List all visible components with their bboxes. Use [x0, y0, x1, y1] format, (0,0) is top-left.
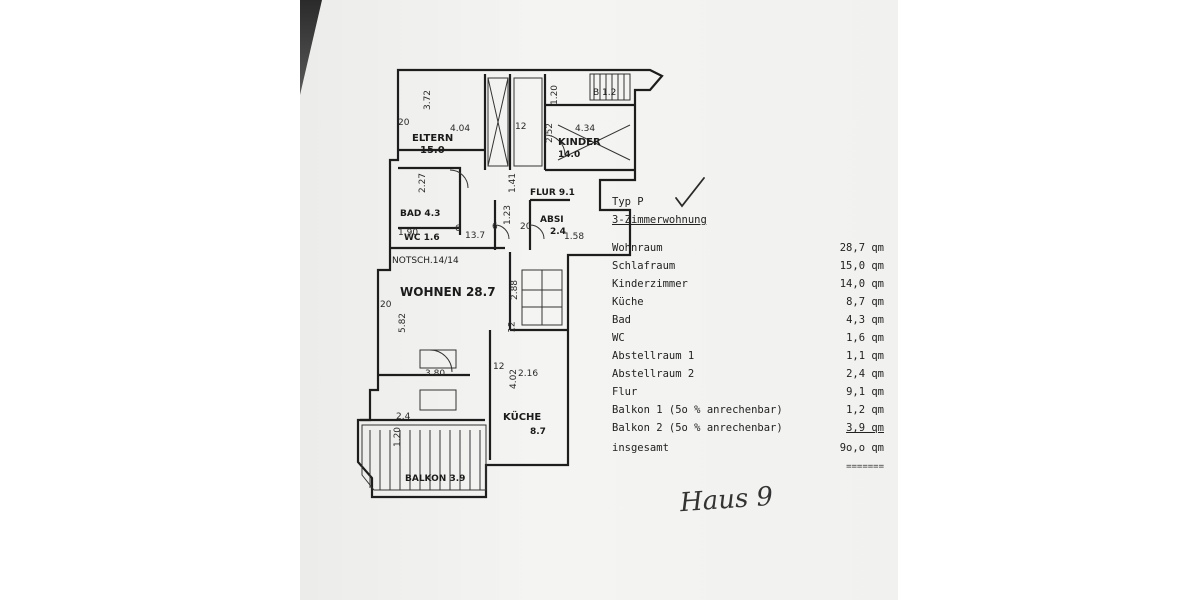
room-label-wohnen: WOHNEN 28.7	[400, 285, 496, 299]
dimension-label: 12	[493, 362, 505, 372]
dimension-label: 3.80	[425, 369, 446, 379]
room-label-bad: BAD 4.3	[400, 209, 441, 219]
area-row: Küche 8,7 qm	[612, 296, 884, 310]
area-row-value: 8,7 qm	[846, 296, 884, 308]
area-row-value: 3,9 qm	[846, 422, 884, 434]
area-total-row: insgesamt 9o,o qm	[612, 442, 884, 456]
dimension-label: 6	[492, 222, 498, 232]
room-label-kueche: KÜCHE	[503, 412, 542, 423]
type-label: Typ P	[612, 196, 644, 208]
area-row: Wohnraum 28,7 qm	[612, 242, 884, 256]
dimension-label: 1.23	[503, 204, 514, 226]
dimension-label: 6	[455, 224, 461, 234]
room-label-kinder: KINDER	[558, 137, 601, 148]
dimension-label: 13.7	[465, 231, 486, 241]
area-row-label: WC	[612, 332, 625, 344]
apartment-title: 3-Zimmerwohnung	[612, 214, 707, 226]
area-row: Balkon 1 (5o % anrechenbar) 1,2 qm	[612, 404, 884, 418]
area-row-label: Wohnraum	[612, 242, 663, 254]
dimension-label: 1.20	[550, 84, 561, 106]
area-row-value: 9,1 qm	[846, 386, 884, 398]
area-row-value: 15,0 qm	[839, 260, 884, 272]
dimension-label: 4.04	[450, 124, 471, 134]
area-row-value: 1,6 qm	[846, 332, 884, 344]
area-row-value: 4,3 qm	[846, 314, 884, 326]
double-underline: =======	[846, 462, 884, 472]
room-label-absi: ABSI	[540, 215, 564, 225]
area-row-label: Abstellraum 2	[612, 368, 695, 380]
dimension-label: 1.20	[393, 426, 404, 448]
checkmark-icon	[675, 177, 705, 208]
dimension-label: 2.16	[518, 369, 539, 379]
room-label-eltern: ELTERN	[412, 133, 454, 144]
dimension-label: 3.72	[423, 89, 434, 111]
area-row-value: 14,0 qm	[839, 278, 884, 290]
room-area-kueche: 8.7	[530, 427, 546, 437]
paper-sheet: ELTERN 15.0 KINDER 14.0 FLUR 9.1 BAD 4.3…	[300, 0, 898, 600]
dimension-label: 4.34	[575, 124, 596, 134]
room-area-absi: 2.4	[550, 227, 566, 237]
dimension-label: 2.27	[418, 172, 429, 194]
dimension-label: 12	[515, 122, 527, 132]
area-row-label: Flur	[612, 386, 638, 398]
area-row-label: Balkon 1 (5o % anrechenbar)	[612, 404, 783, 416]
area-row: Flur 9,1 qm	[612, 386, 884, 400]
dimension-label: 20	[398, 118, 410, 128]
floor-plan-drawing	[356, 68, 664, 499]
dimension-label: 12	[507, 321, 518, 333]
room-label-balkon: BALKON 3.9	[405, 474, 466, 484]
room-label-balkon1: B 1.2	[593, 88, 617, 98]
area-row-value: 28,7 qm	[839, 242, 884, 254]
area-row-value: 1,2 qm	[846, 404, 884, 416]
room-label-notsch: NOTSCH.14/14	[392, 256, 459, 266]
area-row-label: Bad	[612, 314, 631, 326]
room-label-wc: WC 1.6	[404, 233, 440, 243]
area-row-label: Küche	[612, 296, 644, 308]
area-row: WC 1,6 qm	[612, 332, 884, 346]
dimension-label: 1.58	[564, 232, 585, 242]
area-row: Schlafraum 15,0 qm	[612, 260, 884, 274]
dimension-label: 1.90	[398, 228, 419, 238]
area-row-label: Abstellraum 1	[612, 350, 695, 362]
room-label-flur: FLUR 9.1	[530, 188, 575, 198]
area-row-value: 2,4 qm	[846, 368, 884, 380]
area-total-value: 9o,o qm	[839, 442, 884, 454]
area-row: Kinderzimmer 14,0 qm	[612, 278, 884, 292]
area-total-label: insgesamt	[612, 442, 669, 454]
dimension-label: 20	[380, 300, 392, 310]
dimension-label: 2.4	[396, 412, 411, 422]
dimension-label: 2.88	[510, 279, 521, 301]
area-row: Abstellraum 2 2,4 qm	[612, 368, 884, 382]
area-row-value: 1,1 qm	[846, 350, 884, 362]
area-row-label: Balkon 2 (5o % anrechenbar)	[612, 422, 783, 434]
area-row: Bad 4,3 qm	[612, 314, 884, 328]
area-row: Abstellraum 1 1,1 qm	[612, 350, 884, 364]
dimension-label: 1.41	[508, 172, 519, 194]
dimension-label: 20	[520, 222, 532, 232]
room-area-kinder: 14.0	[558, 150, 581, 160]
area-row: Balkon 2 (5o % anrechenbar) 3,9 qm	[612, 422, 884, 436]
dimension-label: 5.82	[398, 312, 409, 334]
area-row-label: Schlafraum	[612, 260, 676, 272]
area-row-label: Kinderzimmer	[612, 278, 688, 290]
dimension-label: 2.52	[545, 122, 556, 144]
room-area-eltern: 15.0	[420, 145, 445, 156]
